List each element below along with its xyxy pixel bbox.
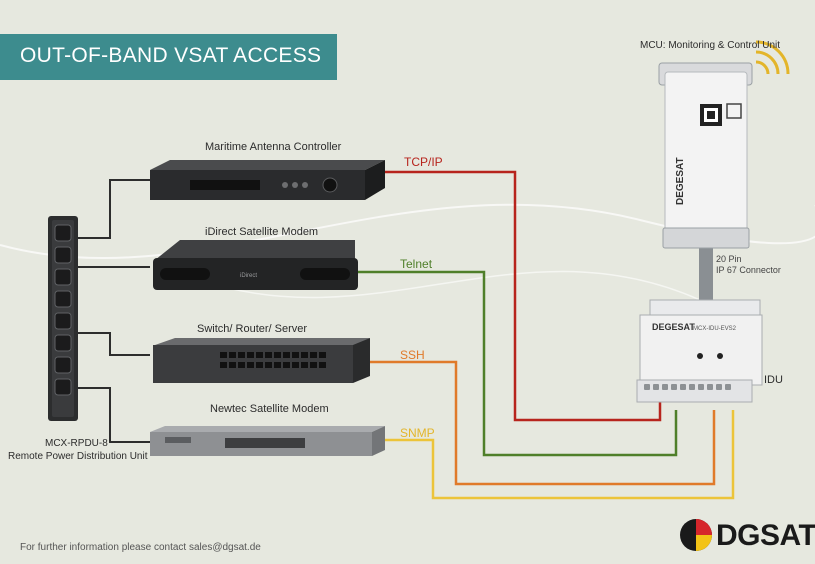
satellite-modem-device xyxy=(153,240,358,290)
power-cables xyxy=(77,179,150,443)
newtec-modem-device xyxy=(150,426,385,456)
mcu-label: MCU: Monitoring & Control Unit xyxy=(640,40,781,51)
switch-label: Switch/ Router/ Server xyxy=(197,323,308,335)
newtec-modem-label: Newtec Satellite Modem xyxy=(210,403,329,415)
idirect-logo: iDirect xyxy=(240,273,257,279)
ssh-line xyxy=(370,360,716,486)
idu-label: IDU xyxy=(764,374,783,386)
snmp-label: SNMP xyxy=(400,426,435,440)
pdu-name-label: MCX-RPDU-8 xyxy=(45,438,108,449)
dgsat-logo-icon xyxy=(680,519,712,551)
footer-logo-text: DGSAT xyxy=(716,519,815,552)
antenna-controller-label: Maritime Antenna Controller xyxy=(205,141,342,153)
idu-device xyxy=(636,299,763,403)
pdu-desc-label: Remote Power Distribution Unit xyxy=(8,451,148,462)
mcu-idu-cable xyxy=(699,230,713,310)
telnet-line xyxy=(355,270,678,457)
tcpip-line xyxy=(372,170,662,422)
snmp-line xyxy=(385,410,735,500)
idu-brand: DEGESAT xyxy=(652,322,695,332)
footer-contact: For further information please contact s… xyxy=(20,542,261,553)
page-title: OUT-OF-BAND VSAT ACCESS xyxy=(20,44,322,67)
connector-label-line2: IP 67 Connector xyxy=(716,265,781,275)
pdu-strip xyxy=(48,216,78,421)
antenna-controller-device xyxy=(150,160,385,200)
ssh-label: SSH xyxy=(400,348,425,362)
mcu-device xyxy=(658,62,753,249)
idu-model: MCX-IDU-EVS2 xyxy=(693,326,737,332)
satellite-modem-label: iDirect Satellite Modem xyxy=(205,226,319,238)
mcu-brand: DEGESAT xyxy=(675,157,686,205)
telnet-label: Telnet xyxy=(400,257,433,271)
title-banner: OUT-OF-BAND VSAT ACCESS xyxy=(0,34,337,80)
switch-device xyxy=(153,338,370,383)
tcpip-label: TCP/IP xyxy=(404,155,443,169)
connector-label-line1: 20 Pin xyxy=(716,254,742,264)
decorative-curve xyxy=(199,270,701,301)
wireless-signal-icon xyxy=(755,40,790,75)
